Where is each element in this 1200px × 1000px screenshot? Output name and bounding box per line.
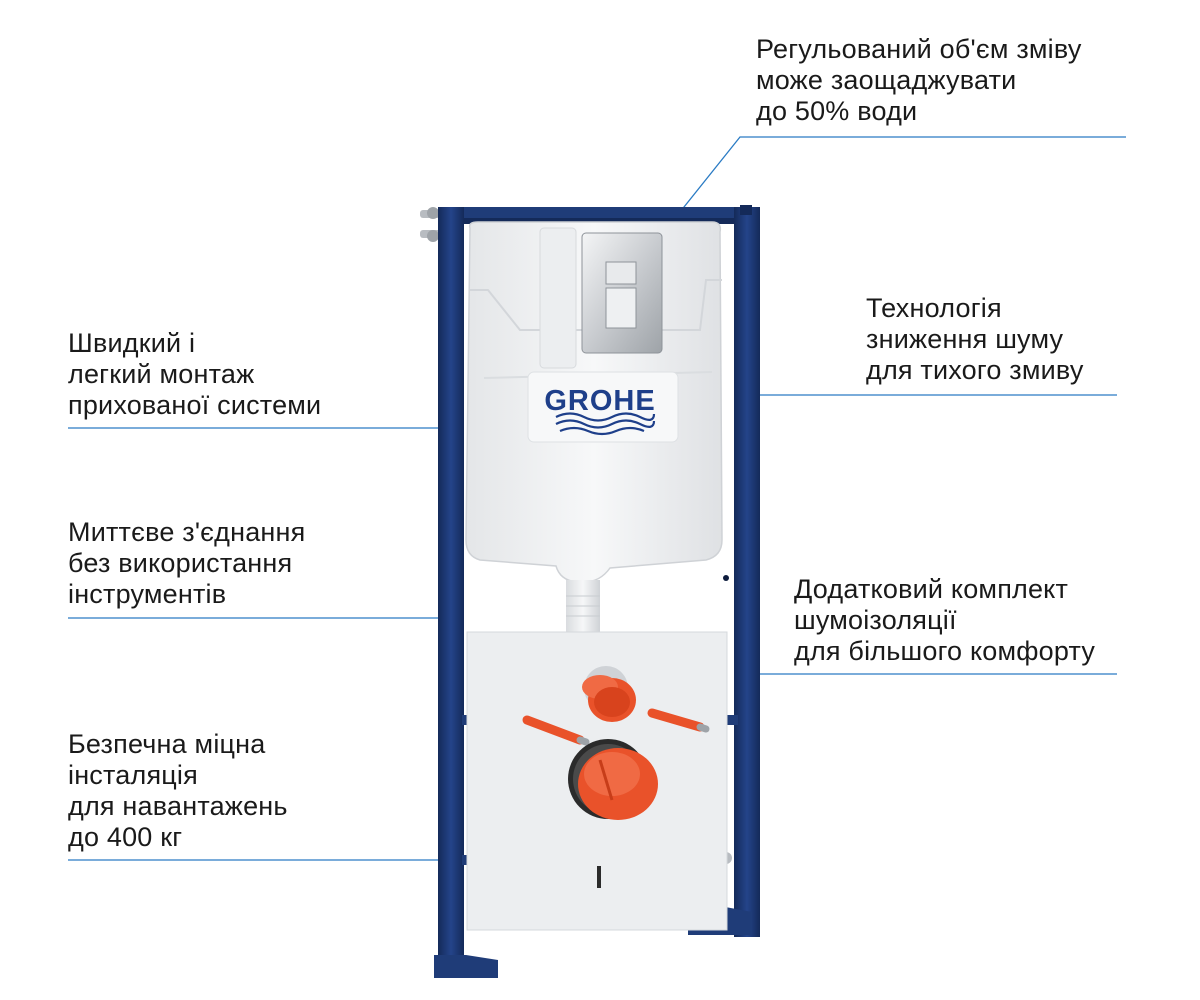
callout-line: Швидкий і <box>68 328 196 358</box>
callout-easy-install: Швидкий і легкий монтаж прихованої систе… <box>68 328 321 421</box>
callout-line: зниження шуму <box>866 324 1064 354</box>
grohe-logo-text: GROHE <box>544 385 655 417</box>
callout-quick-connect: Миттєве з'єднання без використання інстр… <box>68 517 305 610</box>
callout-line: Додатковий комплект <box>794 574 1069 604</box>
grohe-logo: GROHE <box>544 385 656 436</box>
callout-line: для навантажень <box>68 791 288 821</box>
callout-line: Технологія <box>866 293 1002 323</box>
flush-plate <box>581 232 663 354</box>
callout-line: шумоізоляції <box>794 605 957 635</box>
callout-soundproof-kit: Додатковий комплект шумоізоляції для біл… <box>794 574 1095 667</box>
wave-icon <box>555 412 656 436</box>
callout-load-capacity: Безпечна міцна інсталяція для навантажен… <box>68 729 288 853</box>
callout-line: Миттєве з'єднання <box>68 517 306 547</box>
callout-flush-volume: Регульований об'єм зміву може заощаджува… <box>756 34 1082 127</box>
callout-line: для тихого змиву <box>866 355 1084 385</box>
callout-line: без використання <box>68 548 293 578</box>
water-inlet-connector <box>582 666 636 722</box>
callout-line: може заощаджувати <box>756 65 1017 95</box>
callout-line: до 400 кг <box>68 822 183 852</box>
callout-line: для більшого комфорту <box>794 636 1096 666</box>
drain-connector <box>568 739 658 820</box>
callout-line: Безпечна міцна <box>68 729 266 759</box>
callout-line: інсталяція <box>68 760 198 790</box>
callout-noise-tech: Технологія зниження шуму для тихого змив… <box>866 293 1084 386</box>
callout-line: інструментів <box>68 579 227 609</box>
callout-line: Регульований об'єм зміву <box>756 34 1082 64</box>
stud-bolts <box>522 708 710 746</box>
callout-line: легкий монтаж <box>68 359 255 389</box>
callout-line: до 50% води <box>756 96 918 126</box>
callout-line: прихованої системи <box>68 390 322 420</box>
